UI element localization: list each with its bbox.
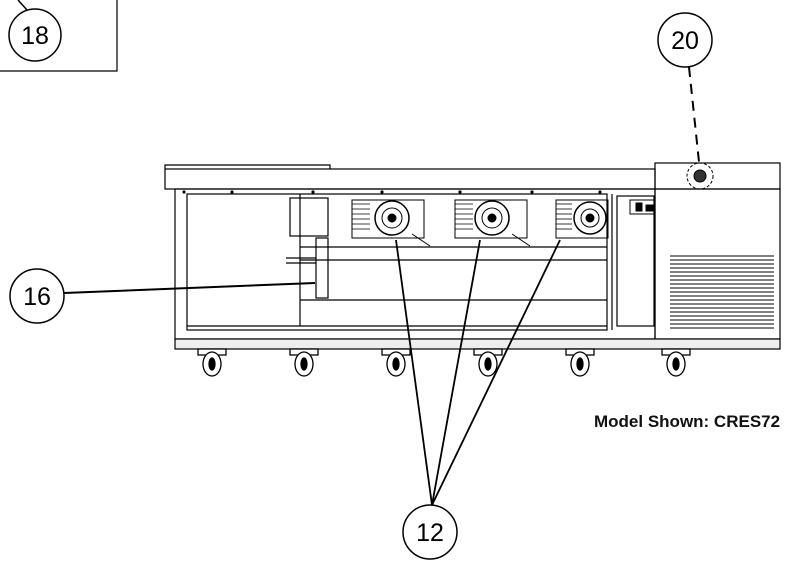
callout-20-circle [657,12,713,68]
callout-12-circle [402,504,458,560]
callout-12-leader-3 [431,239,561,506]
screw-icon [458,190,462,194]
callout-18-label: 18 [21,22,49,50]
caster-icon [473,348,503,377]
callout-20-leader [688,66,700,163]
caster-icon [197,348,227,377]
callout-16-group: 16 [9,268,316,324]
callout-16-circle [9,268,65,324]
casters [197,348,691,377]
fan-icon [474,200,510,236]
callout-16-label: 16 [23,283,51,311]
countertop-raised-edge [164,164,331,169]
knob-icon [693,169,707,183]
fan-icon [573,201,607,235]
cabinet [164,162,781,350]
side-bracket [315,237,329,299]
callout-12-label: 12 [416,519,444,547]
callout-12-leader-2 [431,239,481,506]
housing-details [629,199,774,329]
screw-icon [182,190,186,194]
countertop [164,168,656,190]
fan-assembly-3 [555,199,609,239]
callout-12-group: 12 [395,239,561,560]
callout-18-group: 18 [0,0,118,72]
bracket-block [289,197,329,237]
caster-icon [289,348,319,377]
housing-top [654,162,781,190]
housing-door [616,195,655,327]
caster-icon [381,348,411,377]
fan-assembly-2 [454,199,531,247]
screw-row [182,190,602,194]
fan-icon [374,200,410,236]
screw-icon [230,190,234,194]
callout-16-leader [63,282,316,294]
callout-12-leader-1 [395,239,433,506]
screw-icon [530,190,534,194]
screw-icon [311,190,315,194]
fan-assembly-1 [351,199,431,247]
caster-icon [661,348,691,377]
cabinet-inner [186,193,608,331]
callout-20-label: 20 [671,27,699,55]
model-caption: Model Shown: CRES72 [594,412,781,431]
callout-18-frame [0,0,118,72]
caster-icon [565,348,595,377]
base-rail [174,338,781,350]
callout-18-leader [17,0,28,11]
screw-icon [380,190,384,194]
screw-icon [598,190,602,194]
vent-grille [670,255,774,329]
callout-18-circle [8,8,62,62]
cabinet-body [174,188,656,340]
